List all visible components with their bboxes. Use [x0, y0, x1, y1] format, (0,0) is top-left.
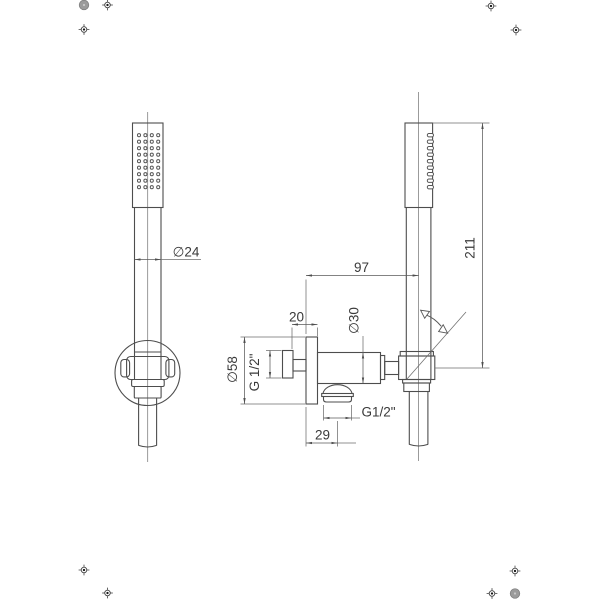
registration-dot-icon [509, 588, 521, 599]
inlet-pipe-stub [292, 358, 307, 372]
dim-flange-projection: 20 [289, 310, 318, 349]
dim-label-wall-to-handset-axis: 97 [354, 260, 369, 275]
dim-wall-to-outlet-axis: 29 [305, 407, 356, 447]
dim-label-flange-diameter: ∅58 [225, 356, 240, 383]
dim-label-wall-to-outlet-axis: 29 [315, 428, 330, 443]
registration-cross-icon [485, 0, 497, 12]
wall-flange-front [114, 339, 181, 407]
dim-handset-length: 211 [432, 122, 490, 368]
registration-cross-icon [510, 24, 522, 36]
registration-cross-icon [78, 564, 90, 576]
holder-ear-left [120, 358, 131, 378]
hose-nut-front [133, 385, 162, 399]
spray-nozzle-grid [136, 133, 161, 190]
dim-label-holder-body-diameter: ∅30 [347, 307, 362, 334]
holder-body-side [316, 351, 382, 385]
registration-cross-icon [101, 0, 114, 11]
wall-holder-front [114, 339, 181, 448]
dim-label-inlet-thread: G 1/2" [247, 353, 262, 391]
dim-handset-diameter: ∅24 [134, 245, 201, 261]
dim-inlet-thread: G 1/2" [247, 350, 282, 391]
wall-flange-side [305, 336, 319, 405]
outlet-dome [322, 384, 353, 394]
dim-outlet-thread: G1/2" [323, 405, 396, 421]
dim-wall-to-handset-axis: 97 [305, 260, 419, 334]
registration-marks [78, 0, 522, 600]
holder-neck-side [384, 360, 400, 376]
handset-head-front [131, 122, 164, 209]
registration-dot-icon [78, 0, 90, 11]
wall-outlet-side [281, 336, 400, 405]
swivel-arrow-icon [419, 309, 431, 320]
dimensions: ∅24 97 211 20 ∅30 ∅58 [134, 122, 490, 447]
hose-nut-side [403, 382, 430, 393]
nozzle-column-side [426, 133, 434, 190]
handset-head-side [404, 122, 434, 209]
dim-label-flange-projection: 20 [289, 310, 304, 325]
dim-label-outlet-thread: G1/2" [362, 405, 396, 420]
registration-cross-icon [101, 587, 114, 599]
dim-flange-diameter: ∅58 [225, 336, 305, 405]
inlet-thread-stub [281, 349, 294, 379]
dim-label-handset-diameter: ∅24 [173, 245, 200, 260]
swivel-axis-line [406, 311, 467, 380]
holder-ear-right [165, 358, 176, 378]
dim-label-handset-length: 211 [463, 237, 478, 259]
outlet-connector [322, 396, 353, 403]
holder-clamp-side [398, 350, 436, 447]
front-view [114, 112, 181, 462]
dim-holder-body-diameter: ∅30 [347, 307, 365, 384]
registration-cross-icon [509, 565, 521, 577]
registration-cross-icon [78, 23, 90, 36]
side-view [281, 92, 490, 461]
swivel-indicator [406, 309, 490, 380]
registration-cross-icon [486, 587, 498, 600]
